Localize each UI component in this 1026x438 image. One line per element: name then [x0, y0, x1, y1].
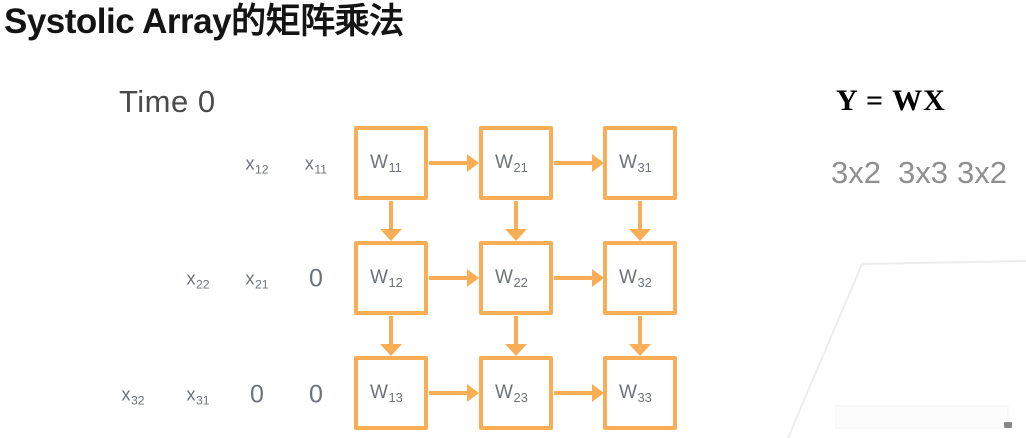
arrow-down-icon: [505, 315, 527, 356]
pe-cell-w12: W12: [354, 241, 428, 315]
label-subscript: 21: [513, 160, 528, 175]
label-text: x: [186, 268, 196, 289]
label-text: W: [619, 152, 638, 173]
input-label-x32: x32: [121, 384, 145, 408]
label-subscript: 21: [254, 277, 269, 292]
page-title: Systolic Array的矩阵乘法: [4, 2, 404, 41]
label-subscript: 32: [130, 393, 145, 408]
label-text: W: [370, 152, 389, 173]
dim-y: 3x2: [831, 155, 881, 190]
label-text: W: [495, 152, 514, 173]
pe-cell-w23: W23: [479, 356, 553, 430]
pe-label: W13: [358, 382, 403, 405]
arrow-down-icon: [629, 200, 651, 241]
time-label: Time 0: [119, 84, 216, 119]
label-text: W: [619, 267, 638, 288]
arrow-right-icon: [428, 269, 479, 287]
pe-label: W31: [607, 152, 652, 175]
label-text: W: [495, 267, 514, 288]
label-subscript: 33: [637, 390, 652, 405]
input-label-x11: x11: [304, 153, 328, 177]
pe-label: W12: [358, 267, 403, 290]
pe-cell-w32: W32: [603, 241, 677, 315]
arrow-right-icon: [428, 154, 479, 172]
pe-cell-w13: W13: [354, 356, 428, 430]
label-subscript: 31: [195, 393, 210, 408]
pe-label: W22: [483, 267, 528, 290]
arrow-down-icon: [380, 315, 402, 356]
arrow-down-icon: [380, 200, 402, 241]
dim-w: 3x3: [897, 155, 948, 190]
input-label-zero: 0: [250, 380, 264, 409]
label-subscript: 22: [195, 277, 210, 292]
label-text: x: [304, 153, 315, 174]
arrow-right-icon: [553, 154, 604, 172]
arrow-right-icon: [428, 384, 479, 402]
label-text: W: [495, 382, 514, 403]
pe-label: W21: [483, 152, 528, 175]
pe-cell-w31: W31: [603, 126, 677, 200]
input-label-x12: x12: [245, 153, 269, 177]
input-label-zero: 0: [309, 264, 323, 293]
equation-formula: Y = WX: [836, 84, 946, 117]
label-text: x: [186, 384, 196, 405]
label-text: x: [245, 153, 255, 174]
label-text: x: [245, 268, 255, 289]
label-text: W: [370, 382, 389, 403]
arrow-right-icon: [553, 269, 604, 287]
pe-cell-w22: W22: [479, 241, 553, 315]
arrow-down-icon: [505, 200, 527, 241]
input-label-x21: x21: [245, 268, 269, 292]
label-text: W: [619, 382, 638, 403]
label-subscript: 31: [637, 160, 652, 175]
pe-cell-w33: W33: [603, 356, 677, 430]
pe-cell-w11: W11: [354, 126, 428, 200]
label-subscript: 23: [513, 390, 528, 405]
label-subscript: 32: [637, 275, 652, 290]
dim-x: 3x2: [956, 155, 1007, 190]
label-text: x: [121, 384, 131, 405]
pe-label: W33: [607, 382, 652, 405]
pe-label: W32: [607, 267, 652, 290]
pe-label: W11: [358, 152, 402, 175]
label-subscript: 11: [314, 162, 328, 177]
label-subscript: 11: [388, 160, 402, 175]
arrow-right-icon: [553, 384, 604, 402]
pe-label: W23: [483, 382, 528, 405]
input-label-x22: x22: [186, 268, 210, 292]
label-subscript: 13: [388, 390, 403, 405]
arrow-down-icon: [629, 315, 651, 356]
watermark-mark-icon: [1004, 422, 1012, 428]
input-label-x31: x31: [186, 384, 210, 408]
pe-cell-w21: W21: [479, 126, 553, 200]
label-subscript: 22: [513, 275, 528, 290]
label-subscript: 12: [388, 275, 403, 290]
input-label-zero: 0: [309, 380, 323, 409]
label-text: W: [370, 267, 389, 288]
label-subscript: 12: [254, 162, 269, 177]
